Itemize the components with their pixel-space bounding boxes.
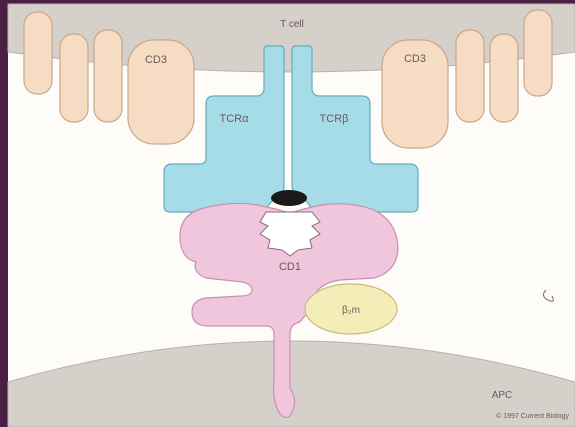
t-cell-label: T cell — [280, 19, 304, 30]
cd1-label: CD1 — [279, 261, 301, 273]
tcr-alpha-label: TCRα — [220, 113, 250, 125]
cd3-left-chain-1 — [24, 12, 52, 94]
cd3-left-chain-2 — [60, 34, 88, 122]
b2m-label: β₂m — [342, 305, 360, 316]
tcr-beta-label: TCRβ — [320, 113, 349, 125]
cd3-left-chain-3 — [94, 30, 122, 122]
cd3-left-label: CD3 — [145, 54, 167, 66]
copyright-label: © 1997 Current Biology — [496, 412, 569, 420]
cd3-right-chain-4 — [524, 10, 552, 96]
apc-label: APC — [492, 390, 513, 401]
lipid-antigen — [271, 190, 307, 206]
cd3-right-label: CD3 — [404, 53, 426, 65]
cd3-right-chain-2 — [456, 30, 484, 122]
cd3-right-chain-3 — [490, 34, 518, 122]
